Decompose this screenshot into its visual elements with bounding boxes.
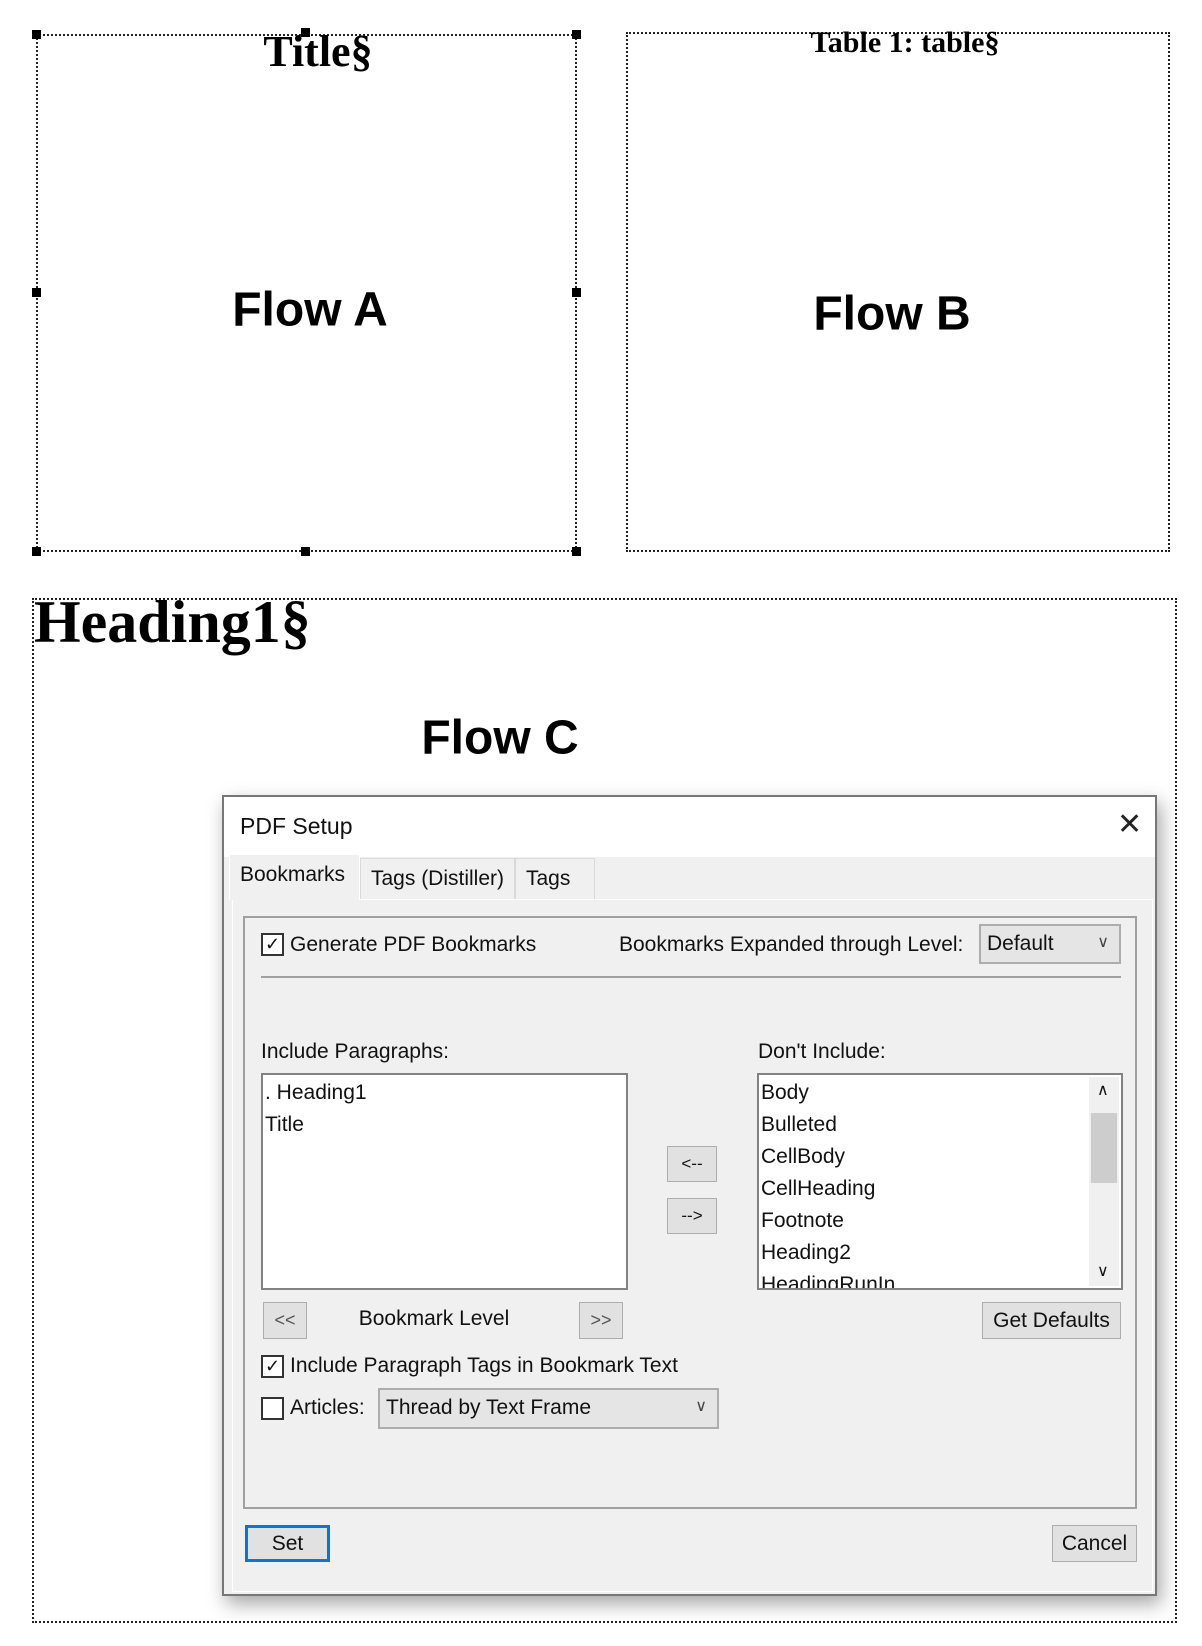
- flow-c-label: Flow C: [421, 711, 579, 765]
- chevron-down-icon: ∨: [695, 1398, 707, 1415]
- get-defaults-button[interactable]: Get Defaults: [982, 1302, 1121, 1339]
- list-item[interactable]: Heading2: [761, 1241, 851, 1264]
- expanded-level-dropdown[interactable]: Default∨: [979, 924, 1121, 964]
- set-button[interactable]: Set: [245, 1525, 330, 1562]
- text-frame-flow-b[interactable]: [626, 32, 1170, 552]
- generate-bookmarks-label: Generate PDF Bookmarks: [290, 933, 537, 956]
- resize-handle[interactable]: [32, 288, 41, 297]
- move-left-button[interactable]: <--: [667, 1146, 717, 1182]
- chevron-down-icon: ∨: [1097, 934, 1109, 951]
- bookmark-level-label: Bookmark Level: [358, 1307, 510, 1330]
- list-item[interactable]: Body: [761, 1081, 809, 1104]
- dont-include-list[interactable]: Body Bulleted CellBody CellHeading Footn…: [757, 1073, 1123, 1290]
- include-paragraphs-list[interactable]: . Heading1 Title: [261, 1073, 628, 1290]
- list-item[interactable]: Bulleted: [761, 1113, 837, 1136]
- scrollbar-thumb[interactable]: [1091, 1113, 1117, 1183]
- flow-b-label: Flow B: [813, 287, 971, 341]
- articles-label: Articles:: [290, 1396, 365, 1419]
- close-icon[interactable]: ✕: [1117, 808, 1143, 841]
- resize-handle[interactable]: [32, 547, 41, 556]
- flow-a-label: Flow A: [232, 283, 388, 337]
- title-paragraph: Title§: [263, 27, 373, 76]
- list-item[interactable]: Title: [265, 1113, 304, 1136]
- level-down-button[interactable]: <<: [263, 1302, 307, 1339]
- chevron-down-icon[interactable]: ∨: [1097, 1263, 1109, 1280]
- tab-tags-distiller[interactable]: Tags (Distiller): [360, 858, 515, 899]
- level-up-button[interactable]: >>: [579, 1302, 623, 1339]
- resize-handle[interactable]: [572, 30, 581, 39]
- table-caption: Table 1: table§: [810, 26, 1000, 59]
- list-item[interactable]: Footnote: [761, 1209, 844, 1232]
- scrollbar[interactable]: ∧ ∨: [1089, 1077, 1119, 1286]
- resize-handle[interactable]: [32, 30, 41, 39]
- list-item[interactable]: HeadingRunIn: [761, 1273, 896, 1290]
- articles-checkbox[interactable]: [261, 1397, 284, 1420]
- heading1-paragraph: Heading1§: [34, 589, 311, 655]
- include-paragraphs-label: Include Paragraphs:: [261, 1040, 449, 1063]
- tab-tags[interactable]: Tags: [515, 858, 595, 899]
- list-item[interactable]: . Heading1: [265, 1081, 367, 1104]
- divider: [261, 976, 1121, 978]
- chevron-up-icon[interactable]: ∧: [1097, 1082, 1109, 1099]
- move-right-button[interactable]: -->: [667, 1198, 717, 1234]
- resize-handle[interactable]: [301, 547, 310, 556]
- pdf-setup-dialog: PDF Setup ✕ Bookmarks Tags (Distiller) T…: [222, 795, 1157, 1596]
- generate-bookmarks-checkbox[interactable]: ✓: [261, 933, 284, 956]
- dialog-title: PDF Setup: [240, 813, 353, 839]
- resize-handle[interactable]: [572, 547, 581, 556]
- articles-dropdown[interactable]: Thread by Text Frame∨: [378, 1388, 719, 1429]
- cancel-button[interactable]: Cancel: [1052, 1525, 1137, 1562]
- include-tags-label: Include Paragraph Tags in Bookmark Text: [290, 1354, 678, 1377]
- resize-handle[interactable]: [572, 288, 581, 297]
- list-item[interactable]: CellHeading: [761, 1177, 876, 1200]
- include-tags-checkbox[interactable]: ✓: [261, 1355, 284, 1378]
- dont-include-label: Don't Include:: [758, 1040, 886, 1063]
- list-item[interactable]: CellBody: [761, 1145, 846, 1168]
- resize-handle[interactable]: [301, 28, 310, 37]
- text-frame-flow-c[interactable]: [32, 598, 1177, 1623]
- tab-bookmarks[interactable]: Bookmarks: [229, 854, 360, 900]
- group-box: [243, 916, 1137, 1509]
- expanded-level-label: Bookmarks Expanded through Level:: [619, 933, 964, 956]
